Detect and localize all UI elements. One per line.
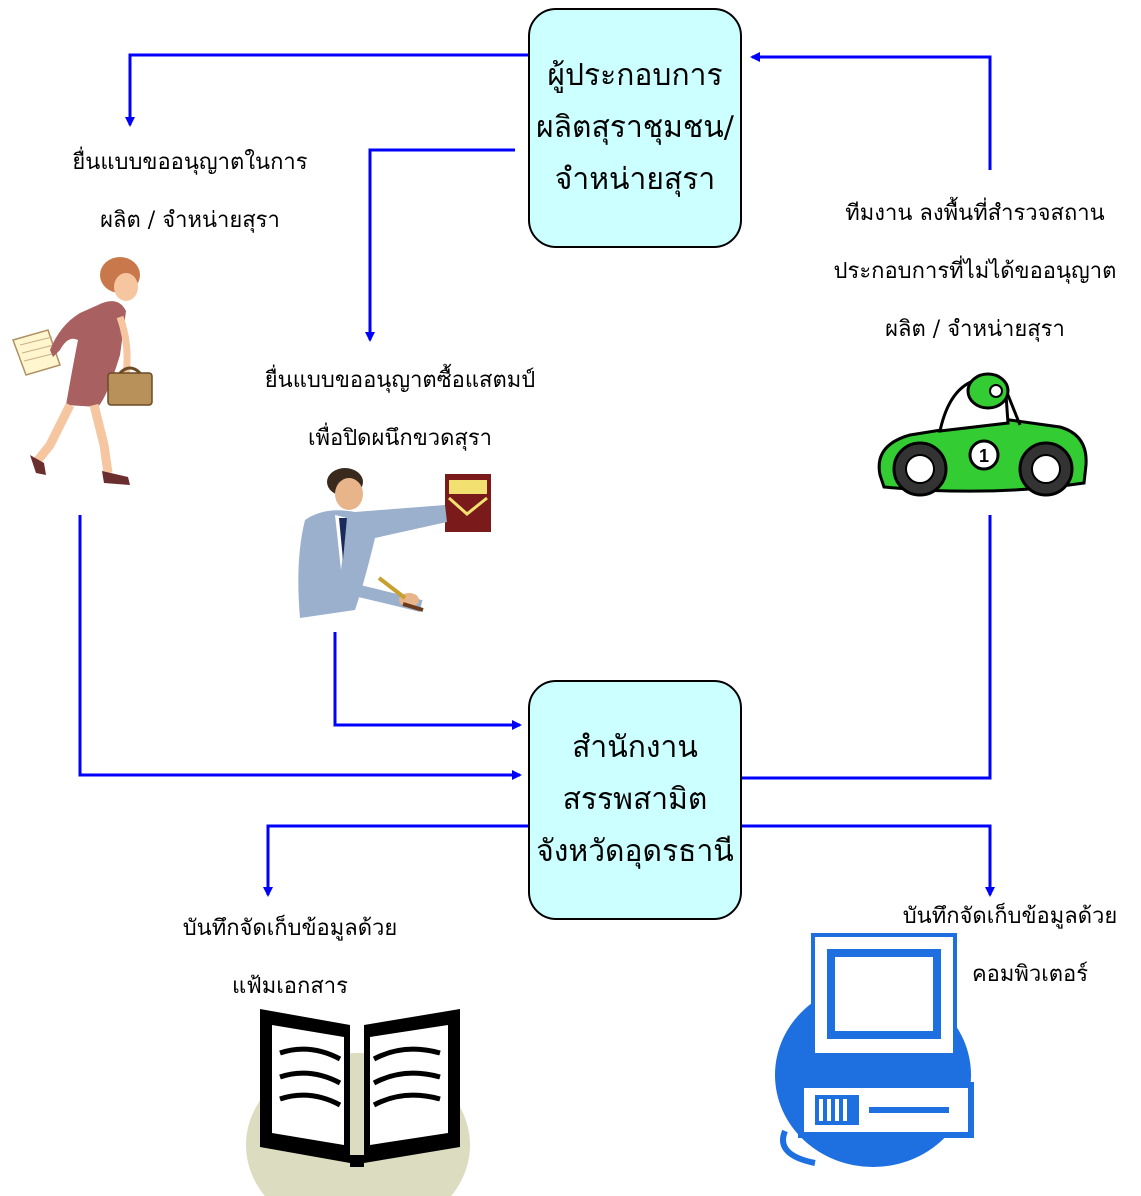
label-record-files-line-1: บันทึกจัดเก็บข้อมูลด้วย [182, 916, 398, 941]
arrow-office-to-computer [742, 824, 995, 897]
label-field-survey-line-1: ทีมงาน ลงพื้นที่สำรวจสถาน [845, 201, 1105, 226]
office-line-2: สรรพสามิต [562, 782, 708, 817]
operator-line-3: จำหน่ายสุรา [554, 162, 716, 197]
arrow-woman-to-office [78, 515, 522, 780]
label-field-survey-line-3: ผลิต / จำหน่ายสุรา [885, 317, 1065, 342]
arrow-operator-to-license-stamp [365, 148, 515, 342]
arrow-man-to-office [333, 632, 522, 730]
label-license-stamp: ยื่นแบบขออนุญาตซื้อแสตมป์ เพื่อปิดผนึกขว… [240, 352, 560, 468]
arrow-operator-to-license-production [125, 53, 528, 127]
label-license-production-line-1: ยื่นแบบขออนุญาตในการ [72, 150, 308, 175]
arrow-survey-to-operator [750, 52, 992, 170]
label-record-computer-line-2: คอมพิวเตอร์ [971, 962, 1089, 987]
label-record-computer-line-1: บันทึกจัดเก็บข้อมูลด้วย [902, 904, 1118, 929]
open-book-icon [246, 1009, 470, 1196]
operator-box: ผู้ประกอบการ ผลิตสุราชุมชน/ จำหน่ายสุรา [528, 8, 742, 248]
man-signing-document-icon [298, 468, 491, 618]
label-license-production: ยื่นแบบขออนุญาตในการ ผลิต / จำหน่ายสุรา [40, 134, 340, 250]
arrow-office-to-files [263, 824, 528, 897]
excise-office-box: สำนักงาน สรรพสามิต จังหวัดอุดรธานี [528, 680, 742, 920]
label-license-production-line-2: ผลิต / จำหน่ายสุรา [100, 208, 280, 233]
woman-with-briefcase-icon [12, 257, 153, 485]
label-license-stamp-line-2: เพื่อปิดผนึกขวดสุรา [307, 426, 492, 451]
label-record-files: บันทึกจัดเก็บข้อมูลด้วย แฟ้มเอกสาร [150, 900, 430, 1016]
office-line-3: จังหวัดอุดรธานี [536, 834, 734, 869]
office-line-1: สำนักงาน [572, 730, 698, 765]
svg-text:1: 1 [979, 446, 989, 466]
label-field-survey: ทีมงาน ลงพื้นที่สำรวจสถาน ประกอบการที่ไม… [810, 185, 1140, 359]
label-license-stamp-line-1: ยื่นแบบขออนุญาตซื้อแสตมป์ [264, 368, 536, 393]
label-field-survey-line-2: ประกอบการที่ไม่ได้ขออนุญาต [833, 259, 1117, 284]
label-record-files-line-2: แฟ้มเอกสาร [232, 974, 348, 999]
line-office-to-car [742, 515, 992, 780]
computer-icon [775, 933, 974, 1167]
operator-line-1: ผู้ประกอบการ [547, 58, 723, 93]
label-record-computer: บันทึกจัดเก็บข้อมูลด้วย คอมพิวเตอร์ [880, 888, 1140, 1004]
operator-line-2: ผลิตสุราชุมชน/ [536, 110, 734, 145]
race-car-icon: 1 [877, 372, 1088, 497]
